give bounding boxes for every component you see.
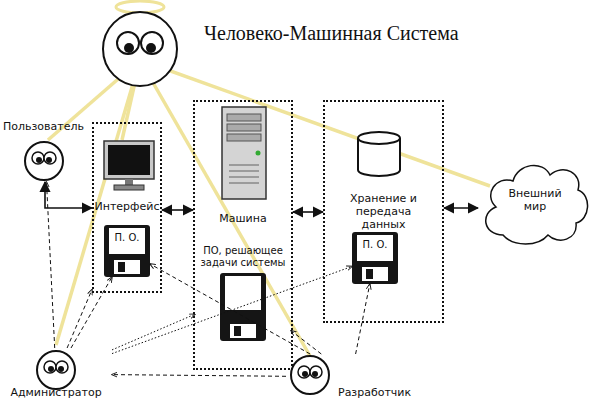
person-face [291, 356, 329, 394]
data-flow-arrow [162, 209, 193, 211]
pupil [302, 371, 308, 377]
control-arrow [112, 375, 286, 377]
floppy-label [109, 228, 145, 254]
drive-bay [227, 134, 261, 141]
control-arrow [112, 266, 352, 353]
person-node: Разработчик [286, 354, 416, 400]
node-art [220, 273, 266, 341]
node-label: Интерфейс [94, 200, 160, 213]
floppy-body [104, 225, 150, 277]
software-disk: ПО, решающее задачи системы [195, 245, 291, 342]
drive-bay [227, 114, 261, 121]
pupil [48, 366, 54, 372]
node-art [220, 105, 268, 201]
pupil [46, 157, 52, 163]
pupil [146, 43, 156, 53]
floppy-shutter [114, 260, 140, 274]
floppy-shutter [362, 267, 388, 281]
person-node: Администратор [0, 348, 112, 400]
control-arrow [47, 182, 55, 348]
eye [117, 32, 139, 54]
eye [141, 32, 163, 54]
software-disk: П. О. [352, 232, 398, 284]
node-label: П. О. [109, 232, 145, 244]
eye [56, 361, 68, 373]
cloud-outline [486, 165, 588, 244]
component-group: МашинаПО, решающее задачи системы [193, 100, 293, 370]
control-arrow [150, 264, 310, 354]
node-art [103, 140, 155, 196]
system-face [103, 12, 177, 86]
power-led [256, 151, 261, 156]
eye [32, 152, 44, 164]
floppy-body [220, 273, 266, 341]
person-node: Пользователь [0, 120, 90, 182]
floppy-body [352, 232, 398, 284]
vent-grill [229, 165, 259, 183]
pupil [312, 371, 318, 377]
node-label: Разработчик [338, 386, 416, 399]
eye [298, 366, 310, 378]
person-face [25, 142, 63, 180]
control-arrow [71, 277, 112, 348]
eye [310, 366, 322, 378]
floppy-label [225, 276, 261, 310]
role-lines [48, 60, 490, 356]
role-line [140, 60, 310, 356]
person-face [37, 351, 75, 389]
node-label: П. О. [357, 239, 393, 251]
node-label: Пользователь [3, 120, 90, 133]
world-cloud: Внешний мир [478, 155, 592, 247]
monitor-base [114, 185, 144, 190]
eye [44, 152, 56, 164]
floppy-slot [118, 262, 125, 272]
node-label: ПО, решающее задачи системы [195, 245, 291, 269]
node-label: Хранение и передача данных [333, 192, 434, 232]
node-label: Машина [195, 212, 291, 225]
control-arrow [112, 314, 195, 350]
node-label: Внешний мир [498, 187, 572, 213]
data-flow-arrow [444, 207, 478, 209]
pupil [124, 43, 134, 53]
node-label: Администратор [0, 386, 112, 399]
software-disk: П. О. [104, 225, 150, 277]
component-group: Интерфейс П. О. [92, 122, 162, 293]
cylinder-top [358, 132, 400, 144]
control-arrow [291, 331, 321, 354]
node-art [356, 130, 402, 178]
drive-bay [227, 124, 261, 131]
floppy-label [357, 235, 393, 261]
floppy-slot [234, 326, 241, 336]
component-group: Хранение и передача данных П. О. [323, 100, 444, 323]
floppy-slot [366, 269, 373, 279]
control-arrow [67, 290, 92, 348]
monitor-neck [125, 179, 133, 185]
pupil [36, 157, 42, 163]
data-flow-arrow [293, 211, 323, 213]
floppy-shutter [230, 324, 256, 338]
monitor-case [104, 141, 154, 179]
pupil [58, 366, 64, 372]
diagram-title: Человеко-Машинная Система [204, 22, 459, 45]
data-flow-arrow [45, 182, 92, 208]
server-case [222, 107, 266, 199]
eye [44, 361, 56, 373]
control-arrow [356, 284, 370, 354]
monitor-screen [108, 145, 150, 175]
